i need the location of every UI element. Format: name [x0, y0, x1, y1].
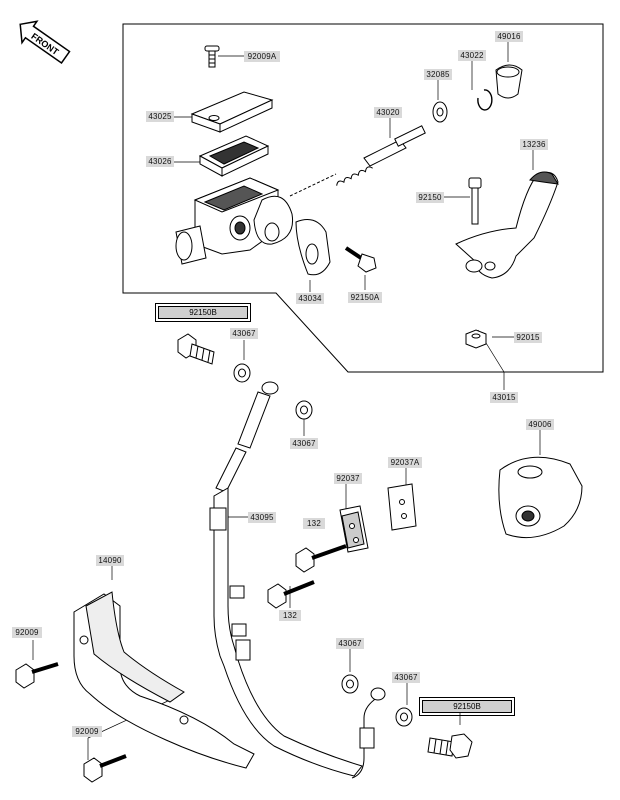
reservoir-cap-icon [190, 91, 274, 133]
part-label-49016: 49016 [495, 31, 523, 42]
part-label-14090: 14090 [96, 555, 124, 566]
bolt-132-a-icon [295, 544, 347, 573]
bolt-92009-b-icon [83, 754, 127, 783]
part-label-92009-b: 92009 [72, 726, 102, 737]
lever-13236-icon [455, 171, 559, 279]
part-label-43015: 43015 [490, 392, 518, 403]
piston-spring-icon [289, 125, 426, 197]
part-label-43034: 43034 [296, 293, 324, 304]
part-label-43067-b: 43067 [290, 438, 318, 449]
part-label-92150b-bottom: 92150B [419, 697, 515, 716]
bracket-92037a-icon [387, 483, 417, 531]
part-label-132-a: 132 [303, 518, 325, 529]
part-label-43067-a: 43067 [230, 328, 258, 339]
master-cylinder-body [175, 177, 294, 265]
washer-43067-c-icon [341, 674, 359, 694]
part-label-92037: 92037 [334, 473, 362, 484]
bracket-14090-icon [73, 591, 255, 769]
part-label-92150: 92150 [416, 192, 444, 203]
clamp-43034-icon [295, 219, 331, 276]
bolt-132-b-icon [267, 580, 315, 609]
washer-32085-icon [432, 101, 448, 123]
part-label-43067-c: 43067 [336, 638, 364, 649]
part-label-92037a: 92037A [388, 457, 422, 468]
banjo-bolt-bottom-icon [427, 733, 473, 759]
part-label-32085: 32085 [424, 69, 452, 80]
part-label-92150b-top: 92150B [155, 303, 251, 322]
part-label-43026: 43026 [146, 156, 174, 167]
washer-43067-b-icon [295, 400, 313, 420]
washer-43067-d-icon [395, 707, 413, 727]
part-label-49006: 49006 [526, 419, 554, 430]
bolt-92150a-icon [344, 246, 377, 273]
front-arrow-icon: FRONT [19, 20, 71, 65]
part-label-92150a: 92150A [348, 292, 382, 303]
screw-92009a-icon [204, 45, 220, 68]
diaphragm-icon [198, 135, 270, 177]
bolt-92009-a-icon [15, 662, 59, 689]
boot-49016-icon [495, 64, 523, 99]
part-label-43067-d: 43067 [392, 672, 420, 683]
part-label-43022: 43022 [458, 50, 486, 61]
part-label-92009a: 92009A [244, 51, 280, 62]
circlip-43022-icon [477, 89, 493, 111]
part-label-132-b: 132 [279, 610, 301, 621]
banjo-bolt-top-icon [177, 333, 215, 365]
assembly-outline [122, 23, 604, 373]
part-label-92009-a: 92009 [12, 627, 42, 638]
part-label-92015: 92015 [514, 332, 542, 343]
part-label-43095: 43095 [248, 512, 276, 523]
nut-92015-icon [465, 329, 487, 349]
housing-49006-icon [498, 456, 583, 539]
washer-43067-a-icon [233, 363, 251, 383]
bracket-92037-icon [339, 505, 369, 553]
part-label-43020: 43020 [374, 107, 402, 118]
part-label-13236: 13236 [520, 139, 548, 150]
part-label-43025: 43025 [146, 111, 174, 122]
brake-hose-43095-icon [209, 381, 386, 779]
